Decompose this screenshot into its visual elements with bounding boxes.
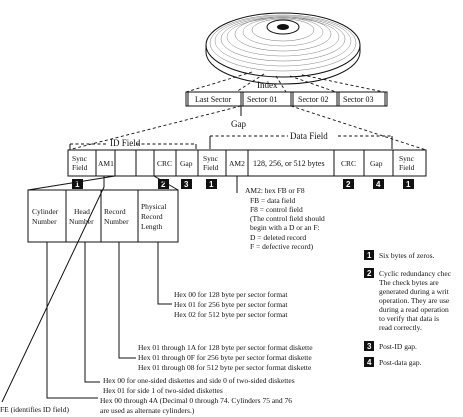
legend-text-1: Six bytes of zeros. xyxy=(379,251,435,260)
head-number-note-2: Hex 01 for side 1 of two-sided diskettes xyxy=(103,386,223,395)
legend-text-2-line2: The check bytes are xyxy=(379,278,439,287)
record-number-line2: Number xyxy=(104,217,129,226)
gap-cell-1: Gap xyxy=(180,159,193,168)
legend-text-2-line7: read correctly. xyxy=(379,323,422,332)
am1-cell: AM1 xyxy=(98,159,114,168)
legend-text-2-line1: Cyclic redundancy chec xyxy=(379,269,452,278)
crc-cell-1: CRC xyxy=(157,159,172,168)
track-badge-4: 1 xyxy=(209,180,214,189)
track-badge-5: 2 xyxy=(346,180,351,189)
record-length-note-3: Hex 02 for 512 byte per sector format xyxy=(174,310,288,319)
record-number-line1: Record xyxy=(104,207,126,216)
sync-field-1-line2: Field xyxy=(72,163,88,172)
legend-badge-3: 3 xyxy=(367,342,372,351)
legend-badge-1: 1 xyxy=(367,251,372,260)
head-number-notes: Hex 00 for one-sided diskettes and side … xyxy=(103,376,295,395)
gap-cell-2: Gap xyxy=(370,159,383,168)
cylinder-number-line2: Number xyxy=(32,217,57,226)
am2-note-line2: FB = data field xyxy=(250,196,296,205)
legend-badge-2: 2 xyxy=(367,269,372,278)
legend-badge-4: 4 xyxy=(367,358,372,367)
am2-note-line3: F8 = control field xyxy=(250,205,303,214)
disk-projection-lines xyxy=(185,71,385,93)
record-number-note-2: Hex 01 through 0F for 256 byte per secto… xyxy=(138,353,312,362)
am1-note: FE (identifies ID field) xyxy=(0,405,69,414)
sync-field-3-line1: Sync xyxy=(399,154,415,163)
record-number-note-1: Hex 01 through 1A for 128 byte per secto… xyxy=(138,343,313,352)
gap-label: Gap xyxy=(231,119,246,129)
track-badge-2: 2 xyxy=(161,180,166,189)
sector-strip: Last Sector Sector 01 Sector 02 Sector 0… xyxy=(185,91,388,107)
physical-record-length-line3: Length xyxy=(141,222,162,231)
sync-field-2-line2: Field xyxy=(203,163,219,172)
cylinder-number-line1: Cylinder xyxy=(32,207,59,216)
sector-02: Sector 02 xyxy=(298,95,328,104)
head-number-note-1: Hex 00 for one-sided diskettes and side … xyxy=(103,376,295,385)
id-subfield-funnel xyxy=(27,175,179,191)
sync-field-2-line1: Sync xyxy=(203,154,219,163)
record-length-note-2: Hex 01 for 256 byte per sector format xyxy=(174,300,288,309)
legend-text-2-line6: to verify that data is xyxy=(379,314,439,323)
cylinder-number-note-2: are used as alternate cylinders.) xyxy=(100,406,195,415)
cylinder-number-note-1: Hex 00 through 4A (Decimal 0 through 74.… xyxy=(100,396,292,405)
legend: 1 Six bytes of zeros. 2 Cyclic redundanc… xyxy=(364,250,452,367)
am2-cell: AM2 xyxy=(229,159,245,168)
track-badge-7: 1 xyxy=(406,180,411,189)
sync-field-3-line2: Field xyxy=(399,163,415,172)
track-badge-3: 3 xyxy=(184,180,189,189)
physical-record-length-line1: Physical xyxy=(141,202,166,211)
sector-last: Last Sector xyxy=(195,95,232,104)
am2-note-line5: begin with a D or an F: xyxy=(250,223,320,232)
legend-text-2-line3: generated during a writ xyxy=(379,287,450,296)
physical-record-length-line2: Record xyxy=(141,212,163,221)
legend-text-2-line4: operation. They are use xyxy=(379,296,450,305)
field-brackets xyxy=(69,135,393,149)
sector-expansion-lines xyxy=(67,105,427,151)
leader-lines xyxy=(1,176,172,403)
track-badge-6: 4 xyxy=(376,180,381,189)
track-strip: Sync Field AM1 CRC Gap Sync Field AM2 12… xyxy=(67,149,427,177)
data-field-label: Data Field xyxy=(290,131,328,141)
am2-note-line4: (The control field should xyxy=(250,214,325,223)
record-length-note-1: Hex 00 for 128 byte per sector format xyxy=(174,290,288,299)
am2-note-line1: AM2: hex FB or F8 xyxy=(245,186,305,195)
cylinder-number-notes: Hex 00 through 4A (Decimal 0 through 74.… xyxy=(100,396,292,415)
id-subfields: Cylinder Number Head Number Record Numbe… xyxy=(27,189,179,243)
index-label: Index xyxy=(257,80,278,90)
sector-01: Sector 01 xyxy=(247,95,277,104)
am2-note-line7: F = defective record) xyxy=(250,242,314,251)
legend-text-4: Post-data gap. xyxy=(379,358,422,367)
head-number-line2: Number xyxy=(69,217,94,226)
record-number-note-3: Hex 01 through 08 for 512 byte per secto… xyxy=(138,363,312,372)
crc-cell-2: CRC xyxy=(341,159,356,168)
legend-text-2-line5: during a read operation xyxy=(379,305,449,314)
diskette-illustration xyxy=(205,12,361,85)
am2-note-line6: D = deleted record xyxy=(250,233,306,242)
id-field-label: ID Field xyxy=(110,138,141,148)
track-badges: 1 2 3 1 2 4 1 xyxy=(72,179,414,189)
head-number-line1: Head xyxy=(74,207,90,216)
sector-03: Sector 03 xyxy=(343,95,373,104)
record-length-notes: Hex 00 for 128 byte per sector format He… xyxy=(174,290,288,319)
sync-field-1-line1: Sync xyxy=(72,154,88,163)
data-size-cell: 128, 256, or 512 bytes xyxy=(253,159,325,168)
record-number-notes: Hex 01 through 1A for 128 byte per secto… xyxy=(138,343,313,372)
track-badge-1: 1 xyxy=(75,180,80,189)
legend-text-3: Post-ID gap. xyxy=(379,342,417,351)
am2-note: AM2: hex FB or F8 FB = data field F8 = c… xyxy=(245,186,325,251)
